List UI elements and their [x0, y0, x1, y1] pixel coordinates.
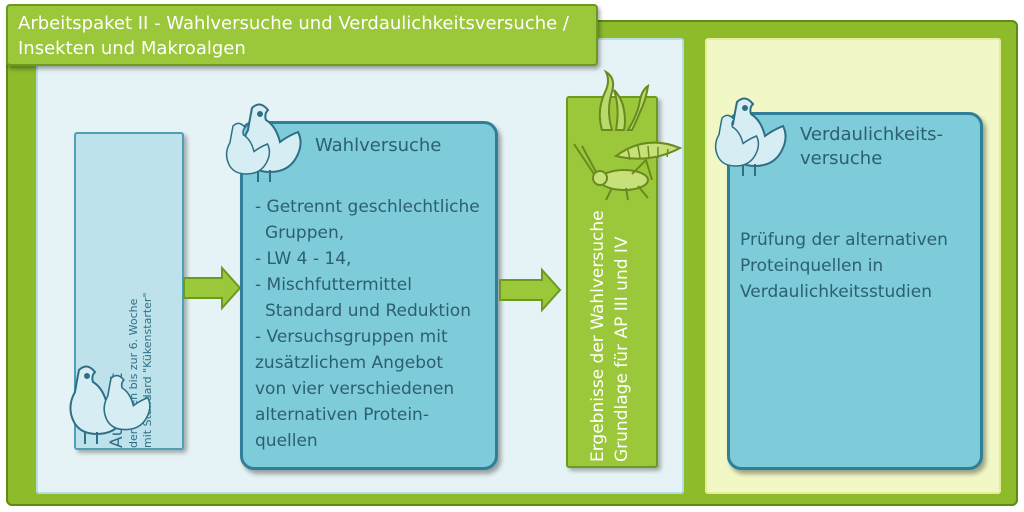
list-item: quellen	[255, 431, 318, 451]
verdaulichkeit-box: Verdaulichkeits- versuche Prüfung der al…	[727, 112, 983, 470]
verdaulichkeit-title-line-1: Verdaulichkeits-	[800, 124, 944, 145]
chicken-icon	[225, 103, 302, 182]
list-item: Proteinquellen in	[740, 256, 884, 276]
header-line-1: Arbeitspaket II - Wahlversuche und Verda…	[18, 13, 569, 34]
wahlversuche-box: Wahlversuche - Getrennt geschlechtliche …	[240, 121, 498, 470]
wahlversuche-list: - Getrennt geschlechtliche Gruppen, - LW…	[255, 194, 480, 454]
chicken-icon	[714, 97, 787, 176]
verdaulichkeit-title: Verdaulichkeits- versuche	[800, 123, 943, 171]
wahlversuche-title: Wahlversuche	[315, 135, 442, 156]
work-package-header: Arbeitspaket II - Wahlversuche und Verda…	[6, 4, 598, 66]
chicken-icon	[69, 365, 151, 444]
verdaulichkeit-title-line-2: versuche	[800, 148, 883, 169]
cricket-icon	[573, 143, 653, 201]
seaweed-icon	[598, 69, 650, 131]
list-item: von vier verschiedenen	[255, 379, 455, 399]
list-item: Standard und Reduktion	[265, 301, 471, 321]
list-item: - Versuchsgruppen mit	[255, 327, 448, 347]
list-item: Gruppen,	[265, 223, 345, 243]
verdaulichkeit-body: Prüfung der alternativen Proteinquellen …	[740, 227, 948, 305]
arrow-right-icon	[183, 265, 242, 311]
list-item: - Mischfuttermittel	[255, 275, 412, 295]
list-item: Verdaulichkeitsstudien	[740, 282, 932, 302]
list-item: alternativen Protein-	[255, 405, 429, 425]
list-item: Prüfung der alternativen	[740, 230, 948, 250]
list-item: zusätzlichem Angebot	[255, 353, 444, 373]
list-item: - Getrennt geschlechtliche	[255, 197, 480, 217]
header-line-2: Insekten und Makroalgen	[18, 38, 246, 59]
arrow-right-icon	[499, 267, 562, 313]
list-item: - LW 4 - 14,	[255, 249, 352, 269]
larva-icon	[613, 141, 683, 161]
